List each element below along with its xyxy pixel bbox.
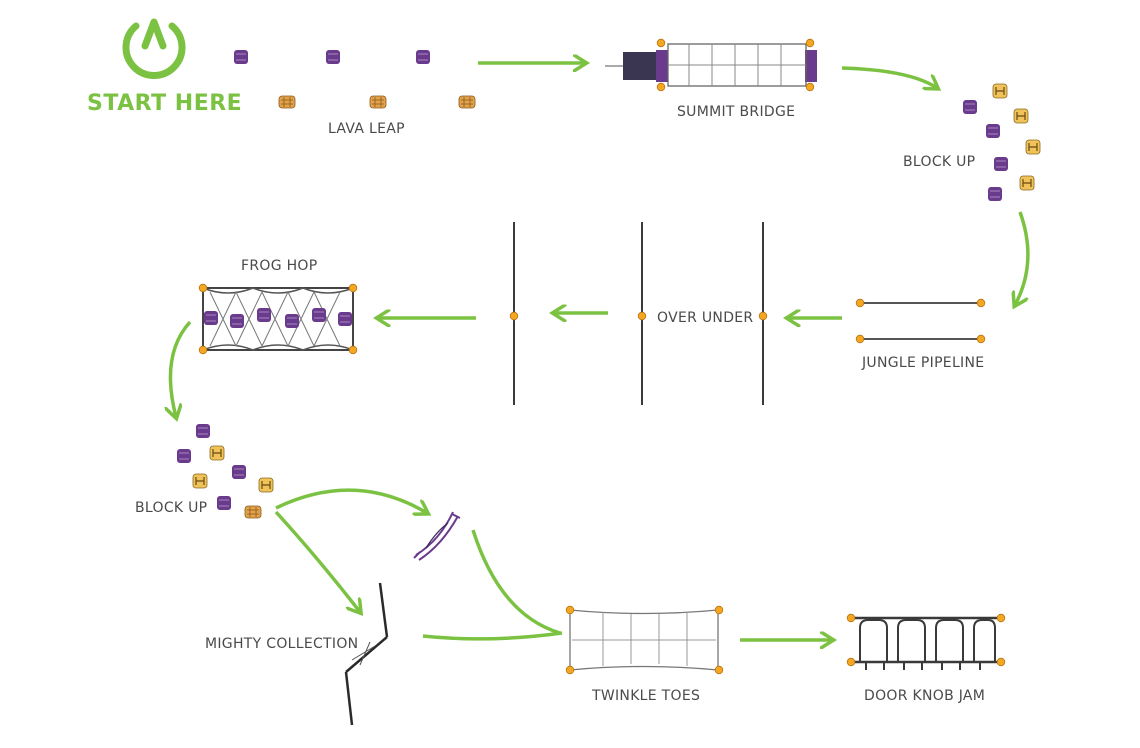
start-title: START HERE — [87, 91, 242, 116]
station-block-up-1: BLOCK UP — [903, 83, 1041, 202]
stepping-block — [985, 123, 1001, 139]
stepping-block — [1019, 175, 1035, 191]
label-block-up-2: BLOCK UP — [135, 500, 207, 516]
stepping-block — [369, 95, 387, 109]
label-door-knob-jam: DOOR KNOB JAM — [864, 688, 985, 704]
stepping-block — [256, 307, 272, 323]
label-frog-hop: FROG HOP — [241, 258, 318, 274]
platform — [623, 52, 656, 80]
station-jungle-pipeline: JUNGLE PIPELINE — [855, 298, 986, 371]
flow-arrow — [170, 320, 192, 417]
stepping-block — [992, 83, 1008, 99]
station-twinkle-toes: TWINKLE TOES — [565, 605, 724, 704]
stepping-block — [229, 313, 245, 329]
stepping-block — [962, 99, 978, 115]
purple-twist-element — [413, 511, 461, 561]
label-summit-bridge: SUMMIT BRIDGE — [677, 104, 795, 120]
stepping-block — [192, 473, 208, 489]
stepping-block — [195, 423, 211, 439]
stepping-block — [203, 310, 219, 326]
stepping-block — [1025, 139, 1041, 155]
flow-arrow — [841, 66, 937, 88]
stepping-block — [993, 156, 1009, 172]
label-mighty-collection: MIGHTY COLLECTION — [205, 636, 358, 652]
station-summit-bridge: SUMMIT BRIDGE — [605, 38, 817, 120]
start-here: START HERE — [87, 18, 242, 116]
label-twinkle-toes: TWINKLE TOES — [591, 688, 700, 704]
stepping-block — [987, 186, 1003, 202]
flow-arrow — [471, 529, 561, 635]
stepping-block — [209, 445, 225, 461]
station-over-under: OVER UNDER — [509, 222, 768, 405]
stepping-block — [244, 505, 262, 519]
station-frog-hop: FROG HOP — [198, 258, 358, 355]
power-icon — [122, 18, 186, 79]
bridge-end — [656, 50, 668, 82]
label-block-up-1: BLOCK UP — [903, 154, 975, 170]
station-mighty-collection: MIGHTY COLLECTION — [205, 582, 389, 726]
stepping-block — [325, 49, 341, 65]
flow-arrow — [422, 631, 563, 641]
stepping-block — [278, 95, 296, 109]
stepping-block — [233, 49, 249, 65]
label-jungle-pipeline: JUNGLE PIPELINE — [861, 355, 984, 371]
stepping-block — [258, 477, 274, 493]
station-door-knob-jam: DOOR KNOB JAM — [846, 613, 1006, 704]
label-over-under: OVER UNDER — [657, 310, 753, 326]
stepping-block — [415, 49, 431, 65]
label-lava-leap: LAVA LEAP — [328, 121, 405, 137]
bridge-end — [805, 50, 817, 82]
stepping-block — [311, 307, 327, 323]
stepping-block — [216, 495, 232, 511]
stepping-block — [458, 95, 476, 109]
flow-arrow — [275, 488, 427, 513]
stepping-block — [337, 311, 353, 327]
stepping-block — [1013, 108, 1029, 124]
flow-arrow — [274, 510, 360, 612]
station-block-up-2: BLOCK UP — [135, 423, 274, 519]
stepping-block — [231, 464, 247, 480]
station-lava-leap: LAVA LEAP — [233, 49, 476, 137]
stepping-block — [284, 313, 300, 329]
flow-arrow — [1015, 211, 1030, 305]
stepping-block — [176, 448, 192, 464]
